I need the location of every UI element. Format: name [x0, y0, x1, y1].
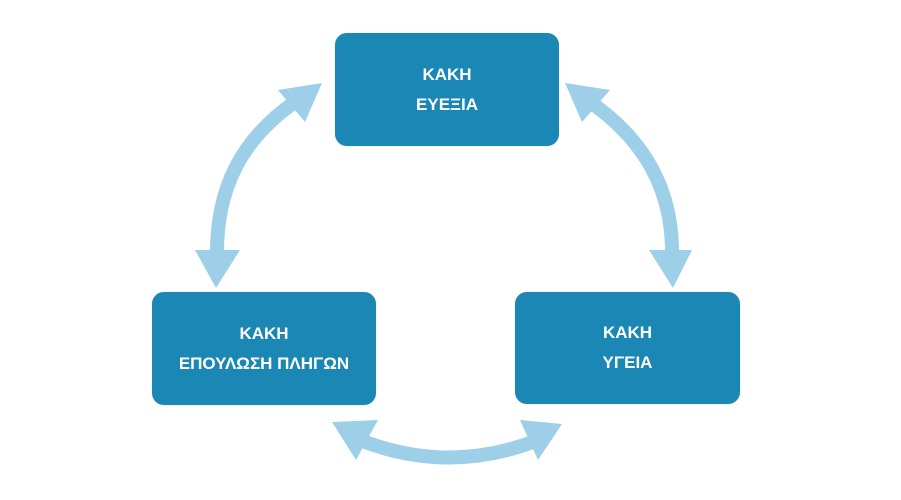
arrow-top-left-shaft [210, 96, 299, 253]
node-left-line2: ΕΠΟΥΛΩΣΗ ΠΛΗΓΩΝ [178, 353, 350, 373]
arrowhead-top-left-up [278, 83, 322, 122]
arrow-bottom-shaft [357, 433, 541, 465]
arrow-top-right-shaft [586, 96, 679, 253]
arrowhead-top-right-down [649, 250, 692, 288]
arrowhead-top-right-up [565, 83, 610, 122]
node-left-line1: ΚΑΚΗ [239, 323, 289, 343]
node-poor-wellbeing: ΚΑΚΗ ΕΥΕΞΙΑ [335, 33, 559, 146]
node-right-line1: ΚΑΚΗ [602, 323, 653, 342]
node-poor-health: ΚΑΚΗ ΥΓΕΙΑ [515, 292, 740, 404]
node-top-line2: ΕΥΕΞΙΑ [416, 94, 478, 114]
arrowhead-top-left-down [195, 250, 240, 288]
arrowhead-bottom-left [332, 420, 378, 460]
arrowhead-bottom-right [520, 420, 562, 460]
node-right-line2: ΥΓΕΙΑ [602, 353, 653, 372]
node-top-line1: ΚΑΚΗ [422, 64, 472, 84]
node-poor-wound-healing: ΚΑΚΗ ΕΠΟΥΛΩΣΗ ΠΛΗΓΩΝ [152, 292, 376, 405]
